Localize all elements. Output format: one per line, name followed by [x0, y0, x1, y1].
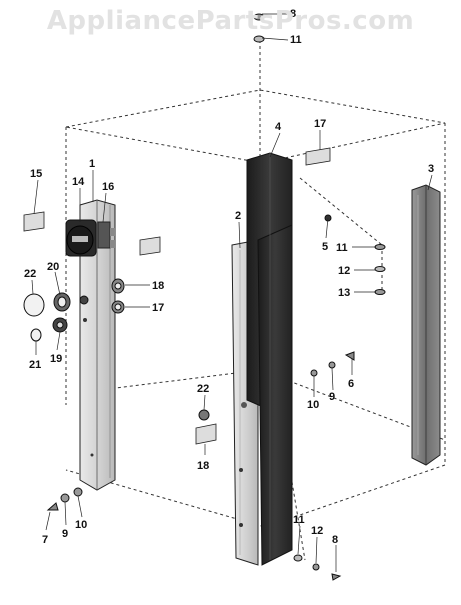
- leader-lines: [31, 13, 433, 572]
- callout-11-bottom: 11: [293, 514, 305, 526]
- callout-18-center: 18: [197, 460, 209, 472]
- callout-12-right: 12: [338, 265, 350, 277]
- callout-2: 2: [235, 210, 241, 222]
- fasteners: [23, 13, 386, 581]
- callout-9-left: 9: [62, 528, 68, 540]
- callout-1: 1: [89, 158, 95, 170]
- callout-18-left: 18: [152, 280, 164, 292]
- callout-19: 19: [50, 353, 62, 365]
- callout-20: 20: [47, 261, 59, 273]
- callout-labels: 8 11 1 14 16 15 4 17 3 2 5 11 12 13 22 2…: [24, 8, 434, 546]
- callout-9-right: 9: [329, 391, 335, 403]
- callout-10-left: 10: [75, 519, 87, 531]
- callout-13: 13: [338, 287, 350, 299]
- callout-12-bottom: 12: [311, 525, 323, 537]
- callout-6: 6: [348, 378, 354, 390]
- callout-8-bottom: 8: [332, 534, 338, 546]
- callout-11-right: 11: [336, 242, 348, 254]
- callout-14: 14: [72, 176, 85, 188]
- callout-4: 4: [275, 121, 282, 133]
- callout-22-center: 22: [197, 383, 209, 395]
- callout-7: 7: [42, 534, 48, 546]
- callout-3: 3: [428, 163, 434, 175]
- right-back-post: [411, 184, 441, 466]
- callout-8-top: 8: [290, 8, 296, 20]
- callout-5: 5: [322, 241, 328, 253]
- callout-22-left: 22: [24, 268, 36, 280]
- callout-21: 21: [29, 359, 41, 371]
- callout-17-left: 17: [152, 302, 164, 314]
- callout-11-top: 11: [290, 34, 302, 46]
- label-plates: [23, 147, 331, 445]
- center-dark-post: [241, 152, 293, 566]
- callout-17-top: 17: [314, 118, 326, 130]
- callout-16: 16: [102, 181, 114, 193]
- callout-10-right: 10: [307, 399, 319, 411]
- callout-15: 15: [30, 168, 42, 180]
- timer-knob-assembly: [65, 219, 115, 257]
